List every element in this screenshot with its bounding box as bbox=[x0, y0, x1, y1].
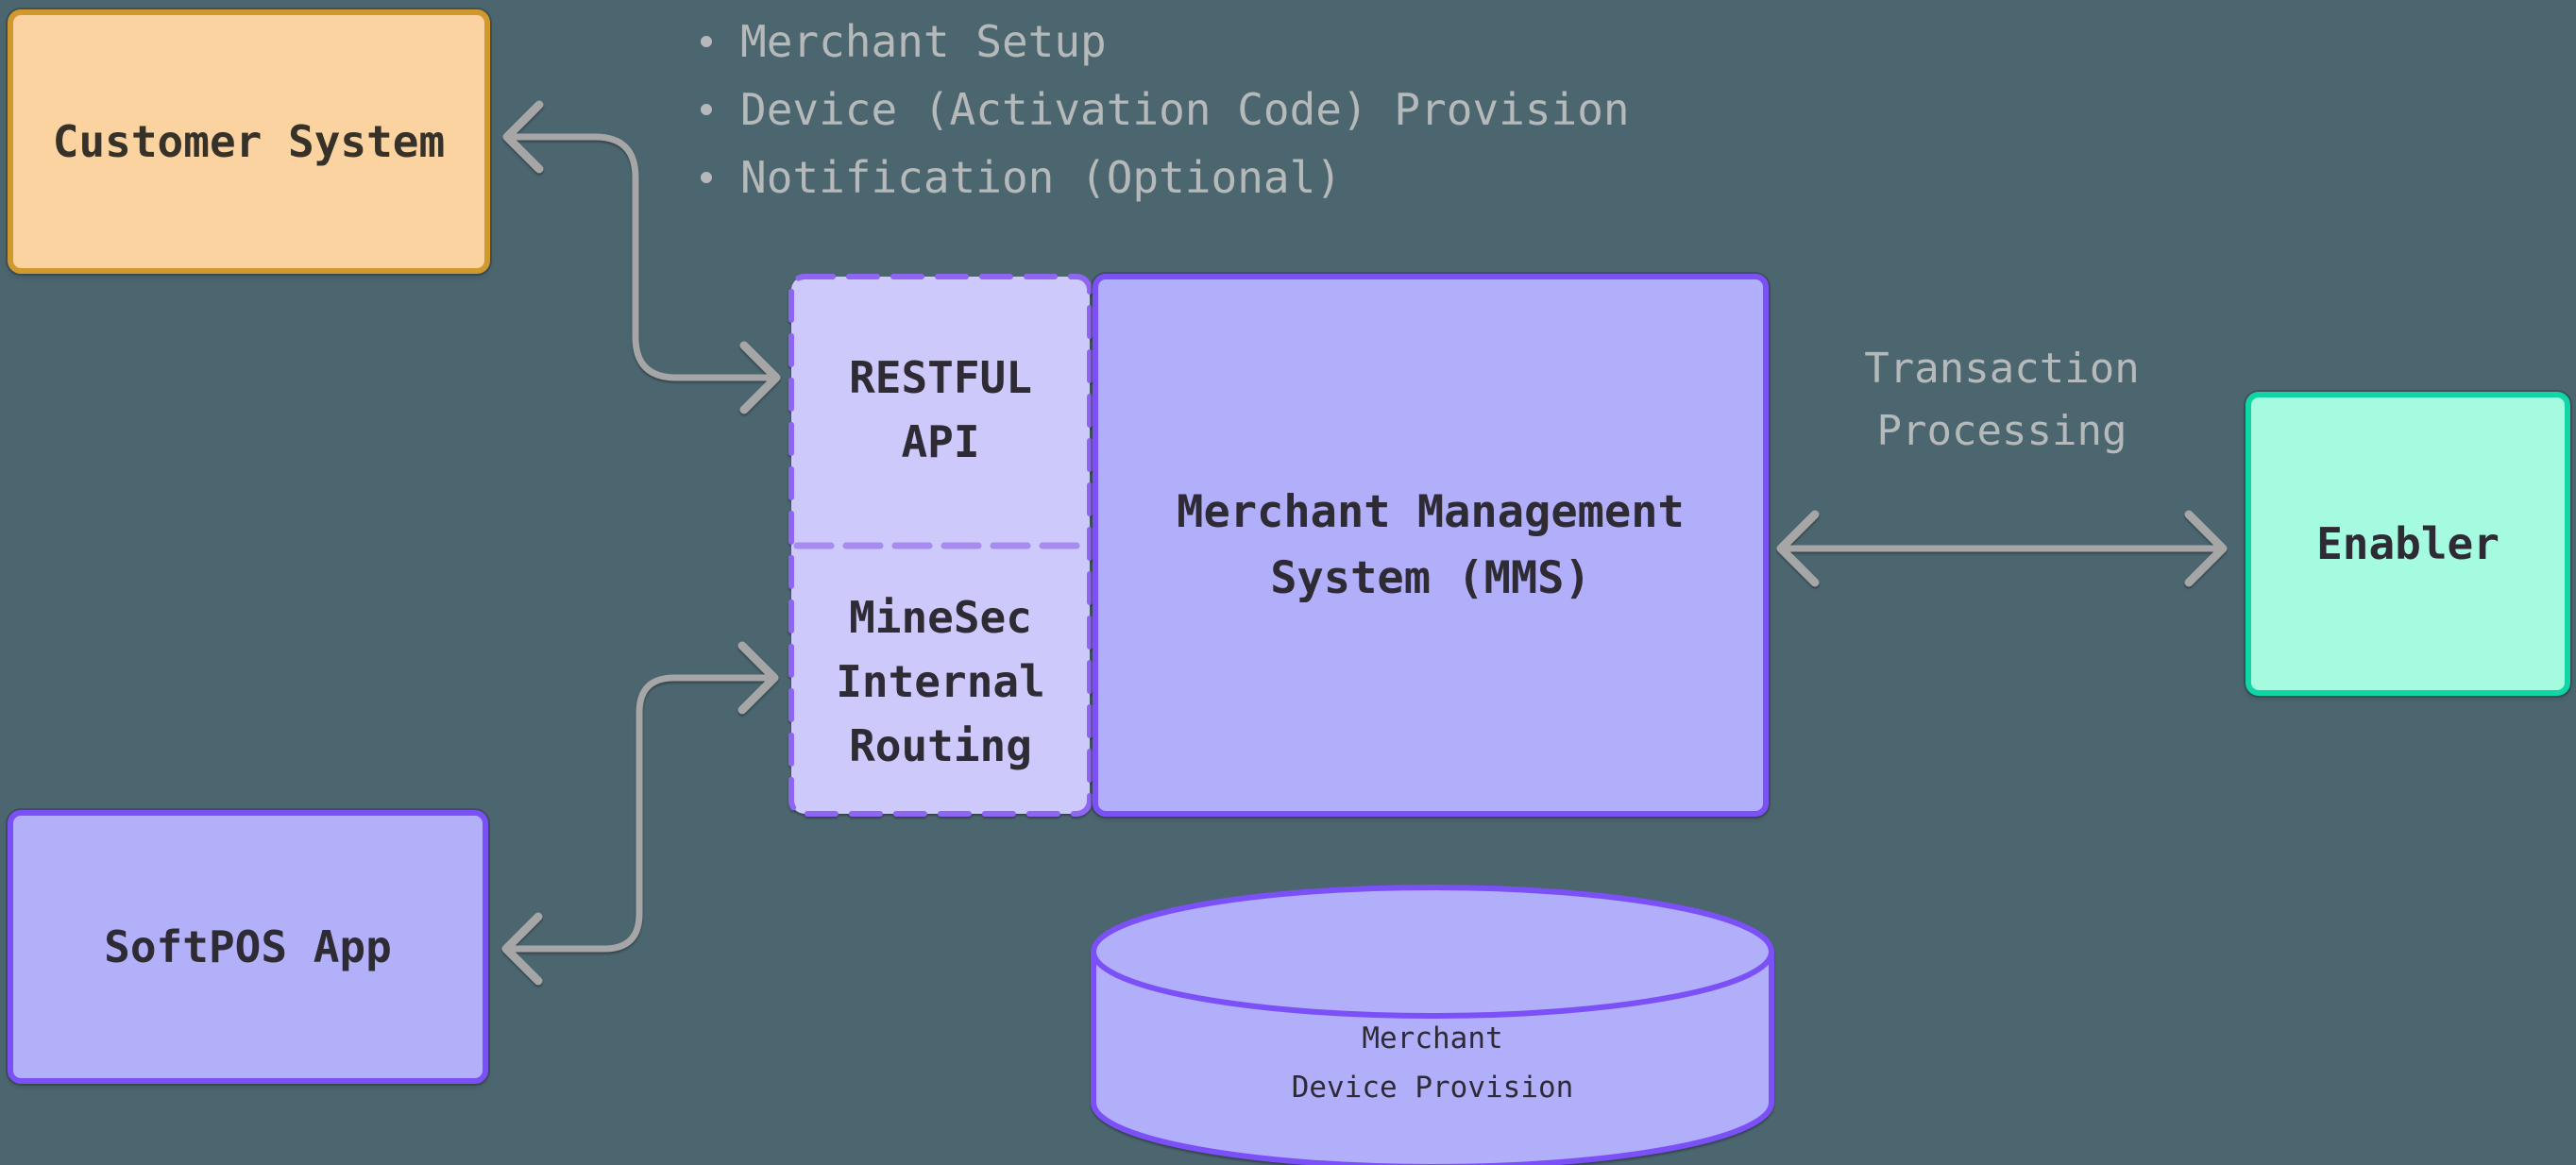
restful-api-label-line1: RESTFUL bbox=[849, 352, 1032, 403]
database-cylinder bbox=[1091, 885, 1774, 1165]
arrowhead-left-icon bbox=[1776, 510, 1820, 587]
transaction-processing-label: Transaction Processing bbox=[1780, 338, 2224, 463]
minesec-label-line1: MineSec bbox=[849, 591, 1032, 643]
mms-label-line2: System (MMS) bbox=[1270, 551, 1591, 604]
arrowhead-right-icon bbox=[737, 641, 779, 715]
note-text: Device (Activation Code) Provision bbox=[740, 84, 1630, 135]
minesec-label-line2: Internal bbox=[836, 655, 1045, 707]
restful-api-label-line2: API bbox=[901, 416, 980, 467]
softpos-minesec-connector bbox=[501, 641, 779, 986]
customer-restful-connector bbox=[502, 100, 781, 414]
node-minesec-internal-routing: MineSec Internal Routing bbox=[788, 546, 1093, 817]
bullet-dot-icon bbox=[701, 172, 712, 183]
transaction-label-line2: Processing bbox=[1876, 407, 2127, 455]
arrowhead-left-icon bbox=[501, 912, 543, 986]
mms-label-line1: Merchant Management bbox=[1177, 485, 1685, 538]
node-merchant-management-system: Merchant Management System (MMS) bbox=[1093, 274, 1769, 817]
note-merchant-setup: Merchant Setup bbox=[701, 8, 1630, 76]
node-softpos-app: SoftPOS App bbox=[8, 810, 488, 1084]
bullet-dot-icon bbox=[701, 104, 712, 115]
node-restful-api: RESTFUL API bbox=[788, 274, 1093, 546]
cylinder-label-line1: Merchant bbox=[1362, 1021, 1503, 1055]
note-text: Notification (Optional) bbox=[740, 152, 1342, 203]
customer-system-label: Customer System bbox=[52, 116, 446, 167]
enabler-label: Enabler bbox=[2316, 518, 2500, 569]
note-notification: Notification (Optional) bbox=[701, 144, 1630, 211]
mms-enabler-connector bbox=[1776, 510, 2228, 587]
arrowhead-right-icon bbox=[739, 341, 781, 414]
minesec-label-line3: Routing bbox=[849, 719, 1032, 771]
bullet-dot-icon bbox=[701, 36, 712, 47]
transaction-label-line1: Transaction bbox=[1864, 345, 2140, 393]
node-merchant-device-provision: Merchant Device Provision bbox=[1093, 1014, 1772, 1112]
node-customer-system: Customer System bbox=[8, 9, 490, 274]
note-device-provision: Device (Activation Code) Provision bbox=[701, 76, 1630, 144]
note-text: Merchant Setup bbox=[740, 16, 1107, 67]
arrowhead-left-icon bbox=[502, 100, 544, 174]
dashed-api-container bbox=[788, 274, 1093, 817]
cylinder-label-line2: Device Provision bbox=[1291, 1071, 1574, 1105]
node-enabler: Enabler bbox=[2246, 392, 2570, 696]
softpos-app-label: SoftPOS App bbox=[104, 921, 392, 972]
api-capability-notes: Merchant Setup Device (Activation Code) … bbox=[701, 8, 1630, 211]
arrowhead-right-icon bbox=[2184, 510, 2228, 587]
